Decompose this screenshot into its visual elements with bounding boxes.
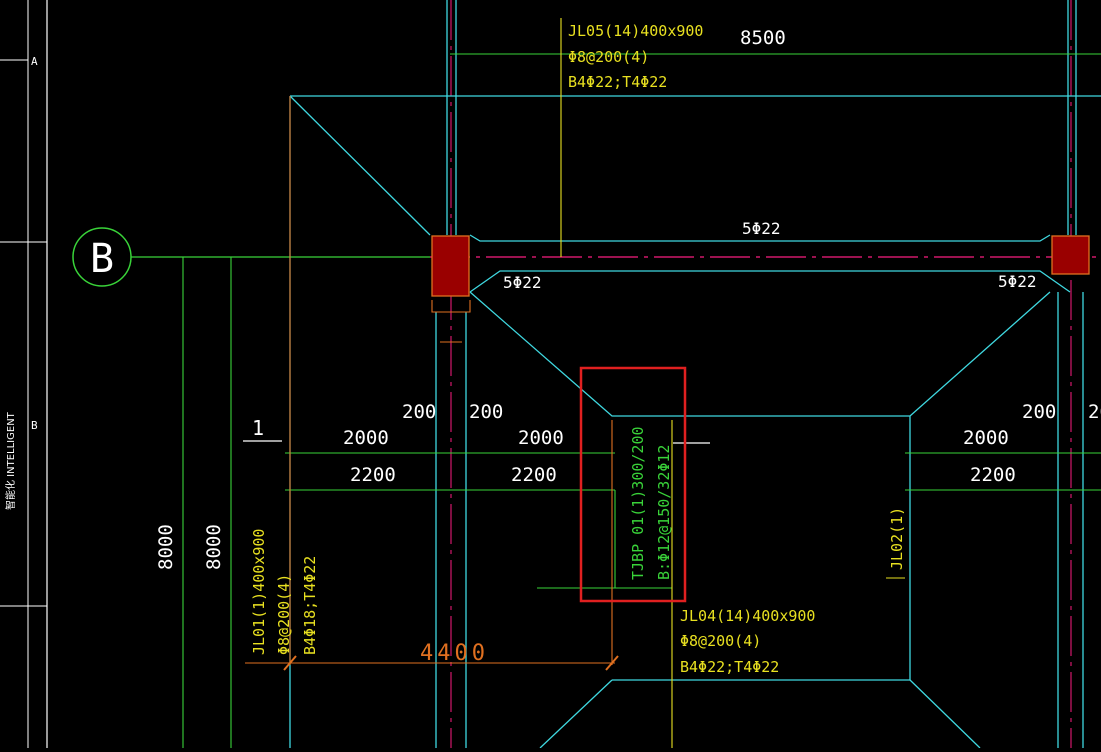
- slab-annotation: TJBP 01(1)300/200 B:Φ12@150/32Φ12: [629, 426, 673, 580]
- title-block-strip: A B 智能化 INTELLIGENT: [0, 0, 48, 748]
- dim-2000-a: 2000: [343, 427, 389, 449]
- columns: [431, 235, 1090, 297]
- jl05-line1[interactable]: JL05(14)400x900: [568, 22, 703, 40]
- dim-2000-c: 2000: [963, 427, 1009, 449]
- jl01-line3[interactable]: B4Φ18;T4Φ22: [301, 556, 319, 655]
- dim-8000-b: 8000: [203, 524, 225, 570]
- rebar-right: 5Φ22: [998, 272, 1037, 291]
- dim-2200-a: 2200: [350, 464, 396, 486]
- strip-letter-a: A: [31, 55, 38, 68]
- jl05-line3[interactable]: B4Φ22;T4Φ22: [568, 73, 667, 91]
- tjbp-line1[interactable]: TJBP 01(1)300/200: [629, 426, 647, 580]
- jl02-line1[interactable]: JL02(1): [888, 507, 906, 570]
- section-mark-1: 1: [243, 416, 710, 444]
- jl04-line1[interactable]: JL04(14)400x900: [680, 607, 815, 625]
- jl05-line2[interactable]: Φ8@200(4): [568, 48, 649, 66]
- yellow-leaders: [560, 18, 905, 748]
- jl01-line2[interactable]: Φ8@200(4): [275, 574, 293, 655]
- orange-dimension-lines: [245, 96, 619, 671]
- jl04-line2[interactable]: Φ8@200(4): [680, 632, 761, 650]
- dim-2000-b: 2000: [518, 427, 564, 449]
- grid-axis-b: B: [72, 227, 1101, 287]
- column-left[interactable]: [431, 235, 470, 297]
- strip-vertical-label: 智能化 INTELLIGENT: [4, 411, 17, 510]
- dim-4400: 4400: [420, 641, 489, 666]
- dim-200-d: 200: [1088, 401, 1101, 423]
- dim-2200-b: 2200: [511, 464, 557, 486]
- dim-8500: 8500: [740, 27, 786, 49]
- green-dimension-lines: [182, 53, 1101, 748]
- dim-8000-a: 8000: [155, 524, 177, 570]
- beam-annotations: JL05(14)400x900 Φ8@200(4) B4Φ22;T4Φ22 JL…: [250, 22, 906, 676]
- rebar-top: 5Φ22: [742, 219, 781, 238]
- dimension-texts: 8500 200 200 200 200 2000 2000 2000 2200…: [155, 27, 1101, 570]
- rebar-left: 5Φ22: [503, 273, 542, 292]
- dim-200-a: 200: [402, 401, 436, 423]
- dim-200-c: 200: [1022, 401, 1056, 423]
- foundation-outline: [289, 0, 1101, 749]
- strip-letter-b: B: [31, 419, 38, 432]
- jl04-line3[interactable]: B4Φ22;T4Φ22: [680, 658, 779, 676]
- axis-b-label: B: [90, 236, 114, 282]
- column-right[interactable]: [1051, 235, 1090, 275]
- vertical-axis-lines: [450, 0, 1072, 748]
- selection-highlight-box[interactable]: [579, 366, 687, 603]
- tjbp-line2[interactable]: B:Φ12@150/32Φ12: [655, 445, 673, 580]
- dim-2200-c: 2200: [970, 464, 1016, 486]
- jl01-line1[interactable]: JL01(1)400x900: [250, 529, 268, 655]
- dim-200-b: 200: [469, 401, 503, 423]
- section-mark-label: 1: [252, 416, 264, 440]
